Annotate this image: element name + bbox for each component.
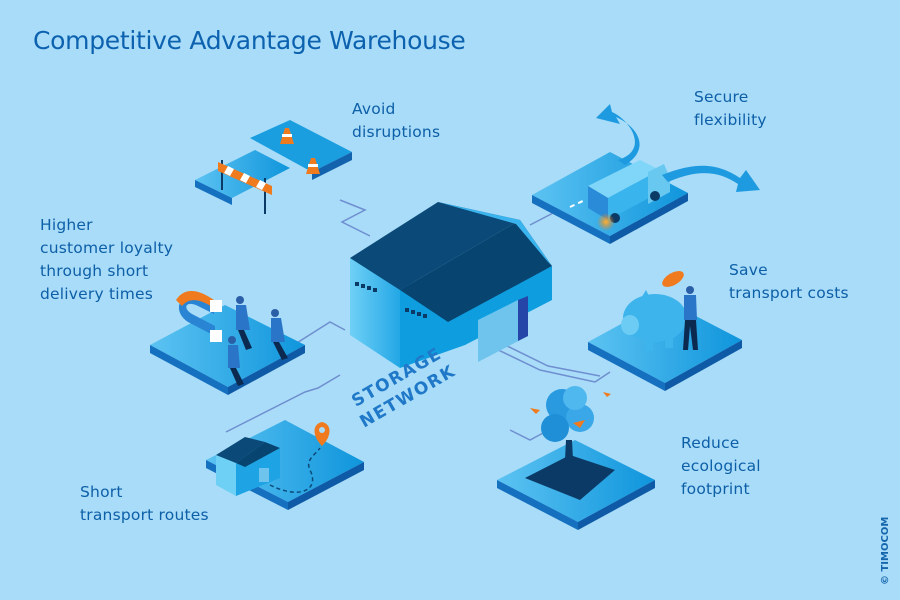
platform-eco [497,386,655,530]
platform-costs [588,271,742,391]
small-warehouse-icon [216,437,280,496]
bird-icon [530,392,611,428]
warehouse-icon [350,202,552,368]
roller-door [478,300,528,362]
tree-icon [541,386,594,480]
coin-icon [662,271,684,287]
route-path [269,447,321,493]
magnet-icon [176,290,222,342]
label-short-routes: Short transport routes [80,483,209,524]
label-save-costs: Save transport costs [729,261,849,302]
connector-disruptions [339,199,371,237]
windows [355,282,427,318]
connector-costs-b [494,339,601,377]
connector-costs-a [489,345,611,383]
connector-loyalty [291,321,346,347]
traffic-cone-icon [306,158,320,174]
connector-flexibility [529,211,556,226]
platform-routes [206,420,364,510]
label-secure-flexibility: Secure flexibility [694,88,767,129]
label-avoid-disruptions: Avoid disruptions [352,100,441,141]
platform-loyalty [150,290,305,395]
connector-eco [509,429,546,441]
location-pin-icon [314,422,330,446]
person-figure-icon [683,286,698,350]
label-customer-loyalty: Higher customer loyalty through short de… [40,216,174,303]
connector-lines [225,199,611,441]
arrow-right-icon [662,165,760,192]
platform-disruptions [195,120,352,214]
piggy-bank-icon [621,290,687,351]
copyright-notice: © TIMOCOM [880,516,891,585]
connector-routes [225,374,341,433]
platform-flexibility [532,104,760,244]
arrow-up-icon [596,104,640,165]
traffic-cone-icon [280,128,294,144]
label-ecological-footprint: Reduce ecological footprint [681,434,761,498]
customer-figure-icon [228,296,288,386]
page-title: Competitive Advantage Warehouse [33,26,466,55]
